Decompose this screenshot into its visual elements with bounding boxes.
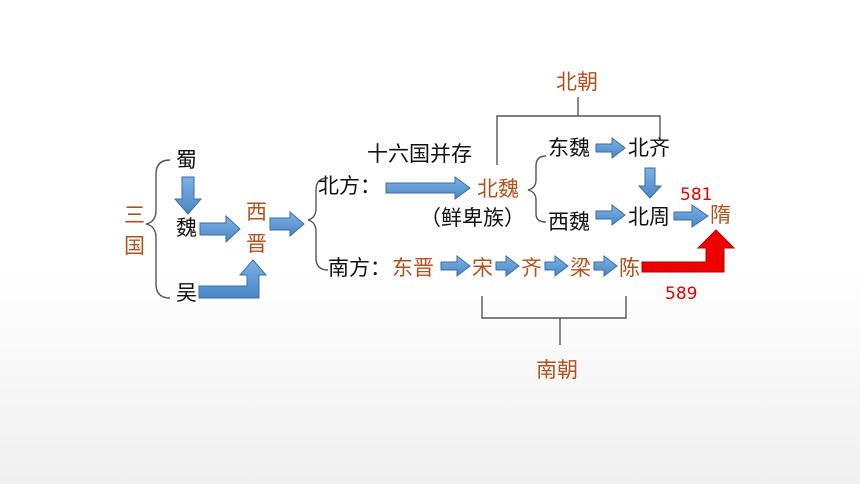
southern-dynasties-bracket [481, 296, 627, 345]
xianbei-note: （鲜卑族） [420, 206, 525, 230]
three-kingdoms-char-1: 三 [124, 203, 145, 227]
year-581: 581 [680, 185, 713, 205]
sui-dynasty: 隋 [710, 203, 731, 227]
southern-dynasties-label: 南朝 [536, 358, 578, 382]
northern-wei: 北魏 [477, 177, 519, 201]
arrow-song-to-qi [495, 254, 520, 278]
southern-song: 宋 [472, 256, 493, 280]
three-kingdoms-char-2: 国 [124, 234, 145, 258]
kingdom-wu: 吴 [176, 281, 197, 305]
south-label: 南方： [328, 256, 391, 280]
sixteen-kingdoms: 十六国并存 [367, 142, 472, 166]
arrow-western-jin-to-split [269, 210, 305, 238]
brace-three-kingdoms [145, 159, 171, 299]
arrow-northern-qi-to-northern-zhou [637, 167, 663, 199]
year-589: 589 [665, 284, 698, 304]
northern-dynasties-label: 北朝 [556, 70, 598, 94]
southern-liang: 梁 [570, 256, 591, 280]
arrow-chen-to-sui [641, 229, 736, 273]
western-wei: 西魏 [548, 210, 590, 234]
arrow-north-to-northern-wei [385, 176, 471, 200]
arrow-shu-to-wei [173, 176, 203, 215]
arrow-wei-to-western-jin [199, 214, 241, 244]
kingdom-shu: 蜀 [176, 148, 197, 172]
arrow-northern-zhou-to-sui [673, 204, 709, 228]
arrow-liang-to-chen [593, 254, 618, 278]
southern-chen: 陈 [619, 256, 640, 280]
northern-qi: 北齐 [628, 136, 670, 160]
arrow-eastern-jin-to-song [440, 254, 471, 278]
western-jin-char-1: 西 [246, 200, 267, 224]
arrow-wu-to-western-jin [198, 259, 268, 299]
northern-zhou: 北周 [628, 205, 670, 229]
eastern-wei: 东魏 [548, 136, 590, 160]
kingdom-wei: 魏 [176, 216, 197, 240]
arrow-eastern-wei-to-northern-qi [595, 136, 626, 160]
arrow-qi-to-liang [544, 254, 569, 278]
eastern-jin: 东晋 [392, 256, 434, 280]
brace-north-south [307, 177, 329, 271]
northern-dynasties-bracket [496, 97, 661, 165]
southern-qi: 齐 [521, 256, 542, 280]
western-jin-char-2: 晋 [246, 232, 267, 256]
brace-northern-wei-split [527, 155, 547, 223]
arrow-western-wei-to-northern-zhou [595, 203, 626, 227]
north-label: 北方： [318, 174, 381, 198]
